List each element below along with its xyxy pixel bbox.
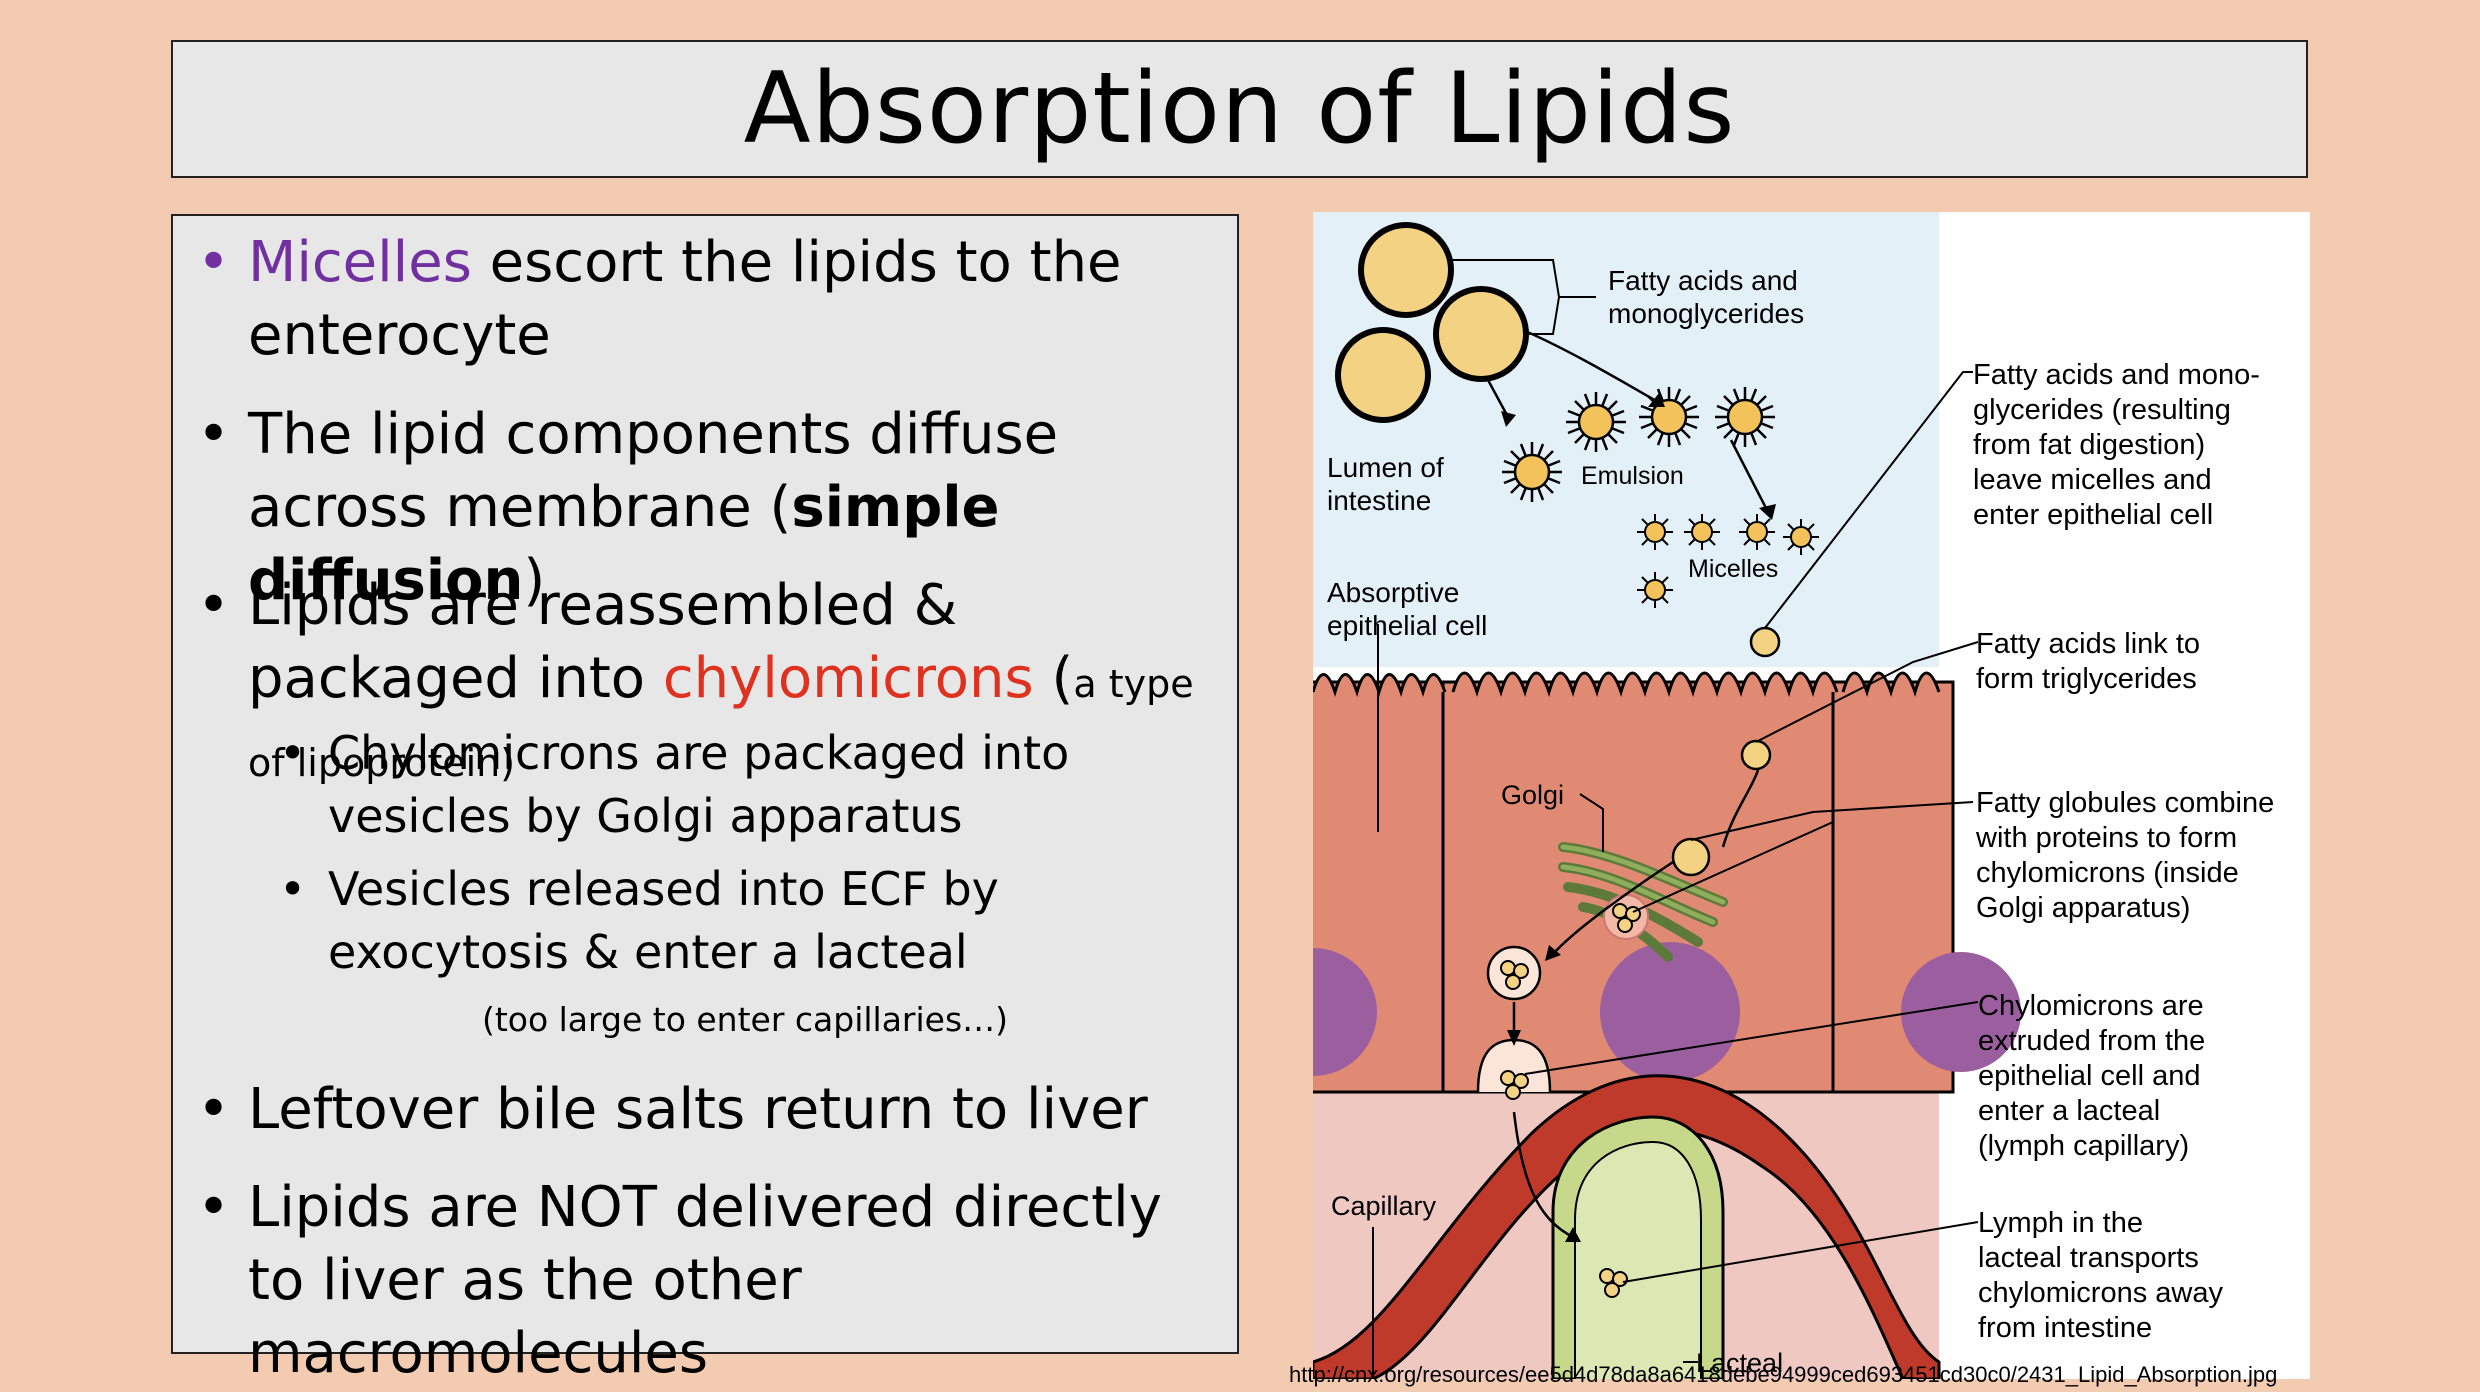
bullet-dot: • bbox=[197, 230, 231, 295]
title-box: Absorption of Lipids bbox=[171, 40, 2308, 178]
bullet-text: escort the lipids to the enterocyte bbox=[248, 230, 1122, 368]
bullet-text: Lipids are reassembled & packaged into bbox=[248, 573, 958, 711]
sub-bullet-text: Chylomicrons are packaged into vesicles … bbox=[328, 726, 1070, 843]
bullet-micelles: • Micelles escort the lipids to the ente… bbox=[185, 226, 1229, 372]
bullet-dot: • bbox=[197, 1077, 231, 1142]
microvilli bbox=[1313, 671, 1941, 698]
callout-labels: Fatty acids and mono- glycerides (result… bbox=[1973, 359, 2282, 1344]
bullet-panel: • Micelles escort the lipids to the ente… bbox=[171, 214, 1239, 1386]
bullet-bile-salts: • Leftover bile salts return to liver bbox=[185, 1073, 1229, 1146]
bullet-dot: • bbox=[197, 1175, 231, 1240]
bullet-dot: • bbox=[279, 726, 307, 780]
micelles-term: Micelles bbox=[248, 230, 472, 295]
bullet-not-liver: • Lipids are NOT delivered directly to l… bbox=[185, 1171, 1229, 1390]
bullet-text: Leftover bile salts return to liver bbox=[248, 1077, 1148, 1142]
label-golgi: Golgi bbox=[1501, 780, 1564, 810]
bullet-chylomicrons: • Lipids are reassembled & packaged into… bbox=[185, 569, 1229, 800]
lipoprotein-note: a type of lipoprotein) bbox=[248, 662, 1194, 785]
sub-bullet-exocytosis: • Vesicles released into ECF by exocytos… bbox=[279, 858, 1229, 984]
simple-diffusion-term: simple diffusion bbox=[248, 475, 1000, 613]
bullet-text: The lipid components diffuse across memb… bbox=[248, 402, 1059, 540]
bullet-diffusion: • The lipid components diffuse across me… bbox=[185, 398, 1229, 617]
callout-triglycerides: Fatty acids link to form triglycerides bbox=[1976, 628, 2208, 695]
bullet-dot: • bbox=[197, 402, 231, 467]
bullet-dot: • bbox=[279, 862, 307, 916]
bullet-dot: • bbox=[197, 573, 231, 638]
callout-lymph: Lymph in the lacteal transports chylomic… bbox=[1978, 1207, 2231, 1344]
sub-bullet-text: Vesicles released into ECF by exocytosis… bbox=[328, 862, 999, 979]
bullet-text: Lipids are NOT delivered directly to liv… bbox=[248, 1175, 1162, 1386]
source-url: http://cnx.org/resources/ee5d4d78da8a641… bbox=[1289, 1362, 2278, 1387]
capillaries-note: (too large to enter capillaries…) bbox=[481, 1000, 1009, 1039]
label-lacteal: Lacteal bbox=[1696, 1348, 1783, 1378]
chylomicrons-term: chylomicrons bbox=[662, 646, 1034, 711]
label-capillary: Capillary bbox=[1331, 1191, 1437, 1221]
cell-nuclei bbox=[1313, 942, 2021, 1082]
slide-title: Absorption of Lipids bbox=[743, 52, 1736, 166]
callout-chylomicron-formation: Fatty globules combine with proteins to … bbox=[1975, 787, 2282, 924]
callout-extruded: Chylomicrons are extruded from the epith… bbox=[1978, 990, 2213, 1162]
callout-leave-micelles: Fatty acids and mono- glycerides (result… bbox=[1973, 359, 2268, 531]
label-emulsion: Emulsion bbox=[1581, 462, 1684, 490]
sub-bullet-golgi: • Chylomicrons are packaged into vesicle… bbox=[279, 722, 1229, 848]
label-micelles: Micelles bbox=[1688, 555, 1778, 583]
